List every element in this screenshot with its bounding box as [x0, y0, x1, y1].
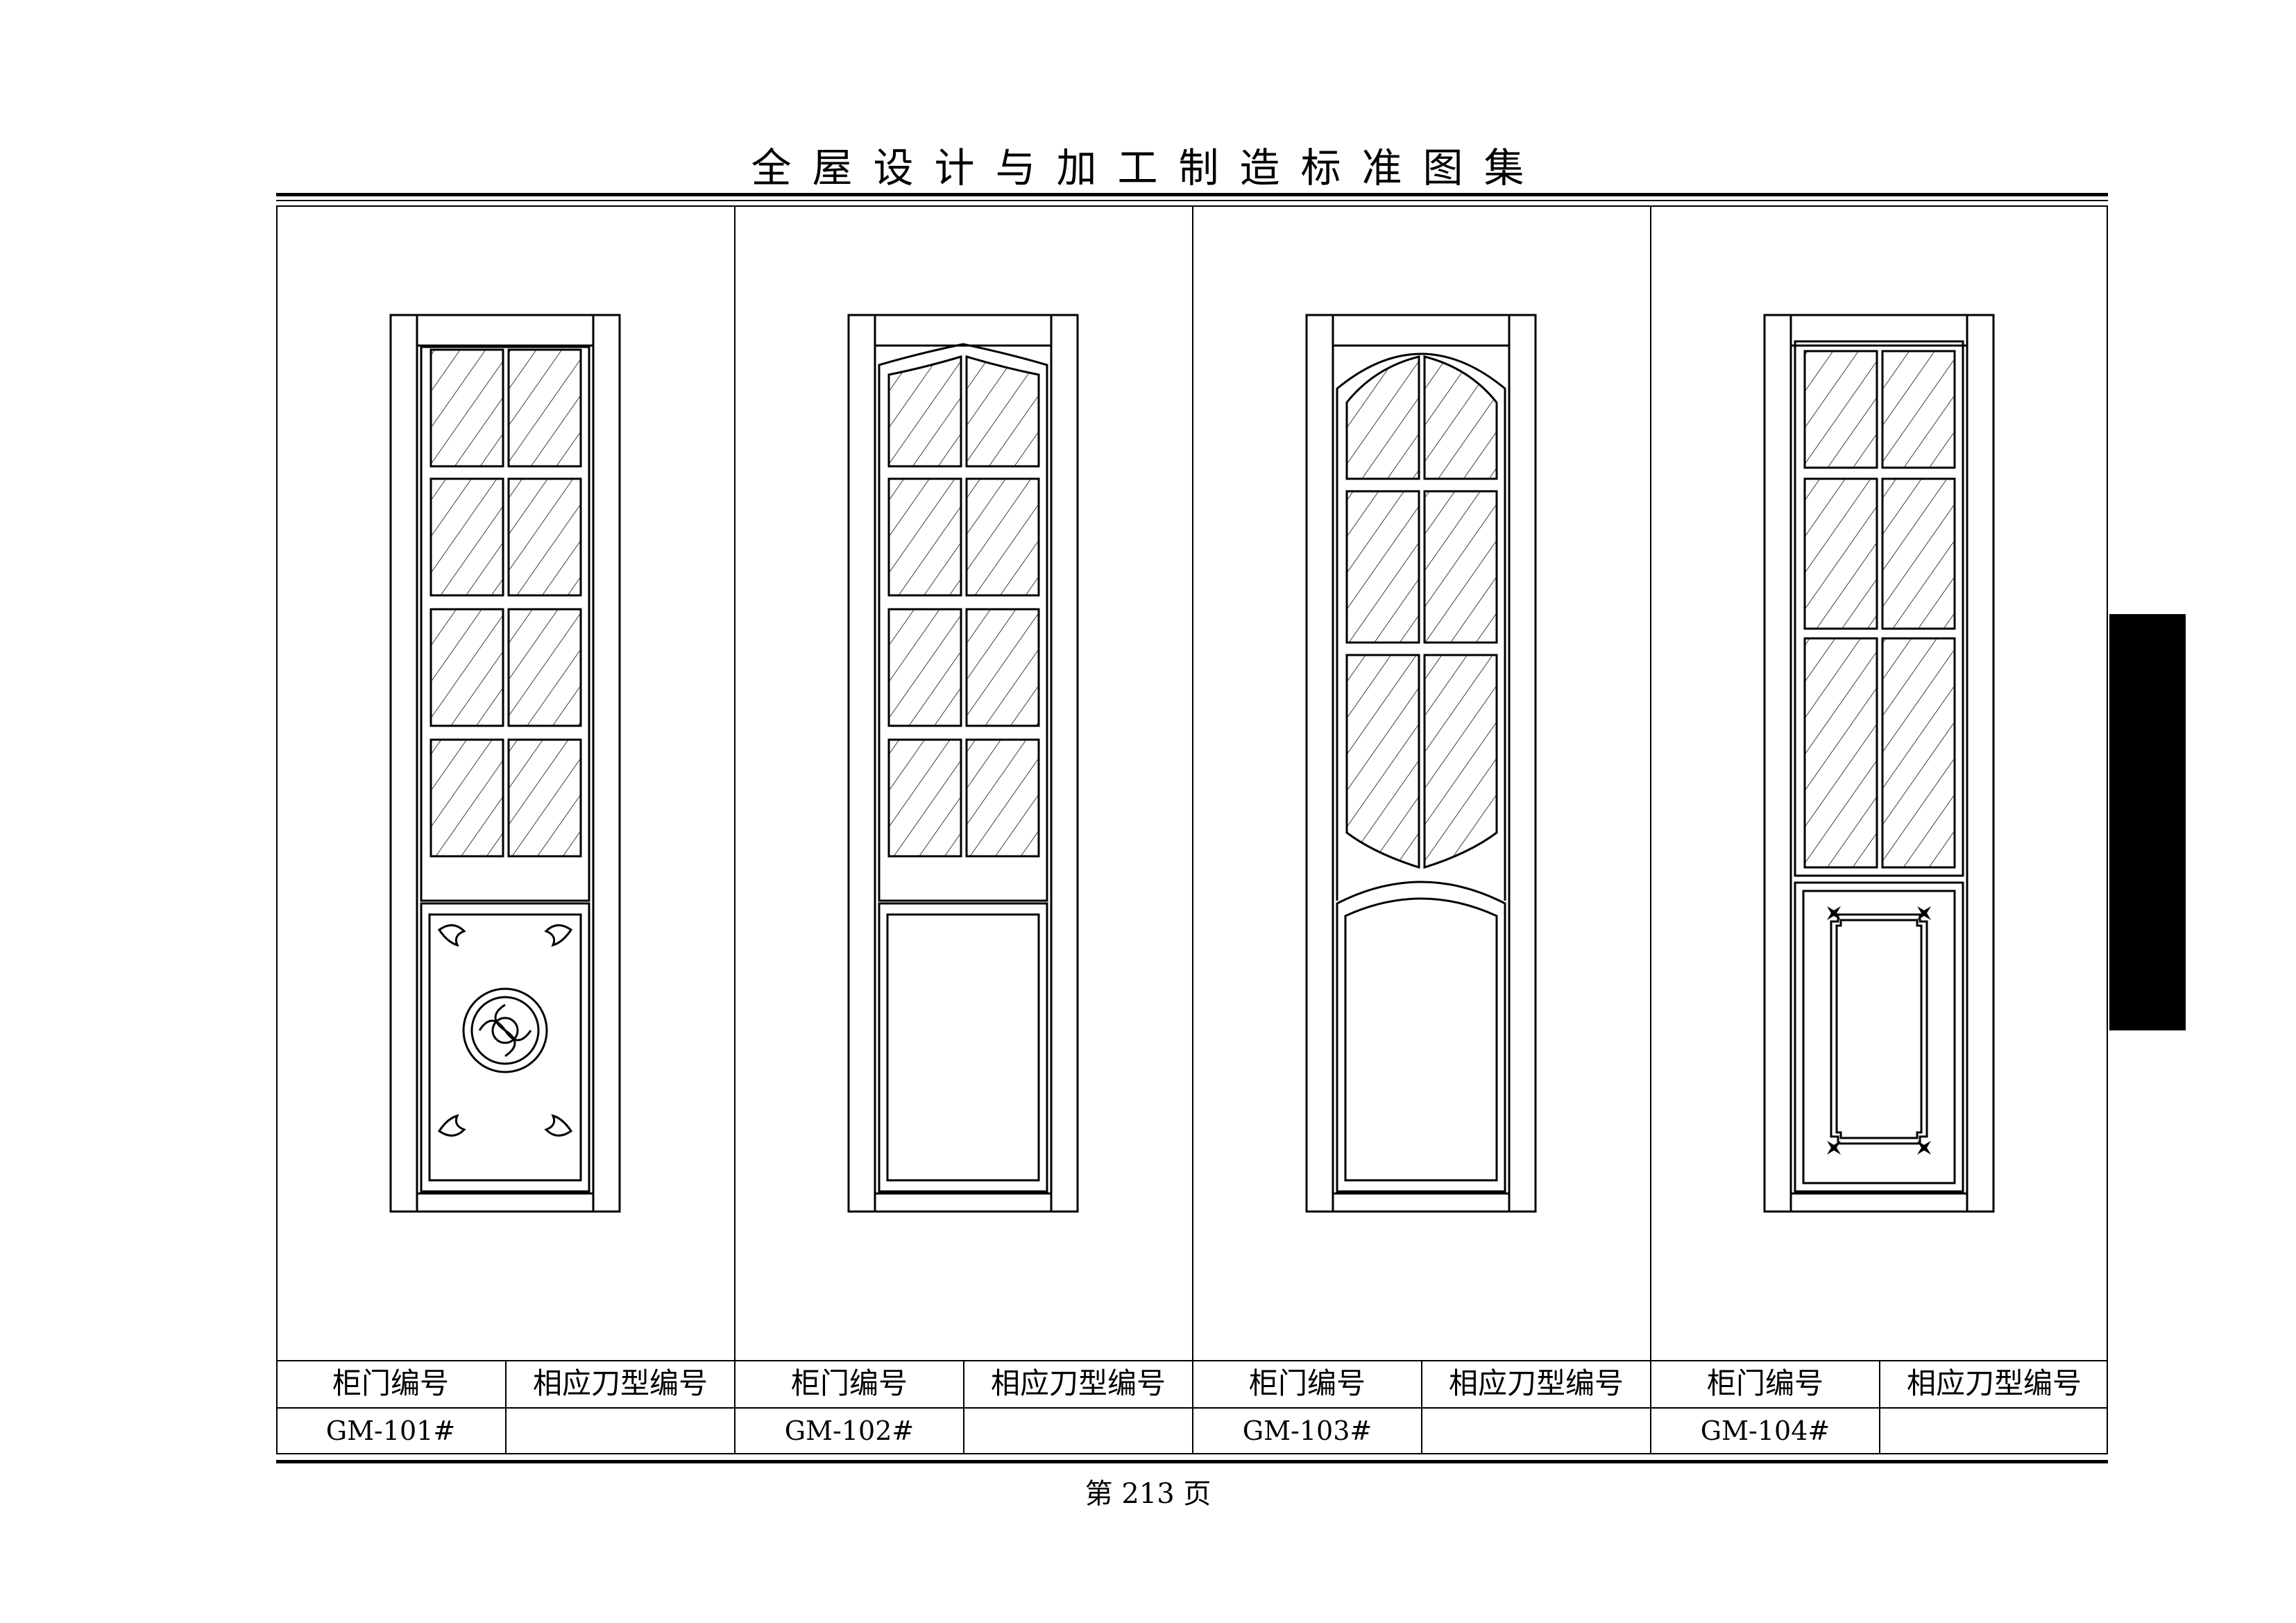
door-number-label: 柜门编号 [332, 1366, 449, 1400]
header-rule-thin [276, 200, 2108, 201]
footer-rule [276, 1460, 2108, 1463]
section-tab [2109, 614, 2186, 1030]
knife-number-label: 相应刀型编号 [990, 1366, 1166, 1400]
cell-divider [1879, 1360, 1880, 1454]
cell-divider [963, 1360, 964, 1454]
door-code: GM-102# [784, 1416, 915, 1446]
door-code: GM-101# [325, 1416, 456, 1446]
door-code: GM-103# [1242, 1416, 1372, 1446]
knife-number-label: 相应刀型编号 [1448, 1366, 1624, 1400]
door-drawing-gm-103 [1305, 314, 1537, 1213]
page-title: 全屋设计与加工制造标准图集 [751, 144, 1545, 192]
door-drawing-gm-104 [1763, 314, 1995, 1213]
door-code: GM-104# [1700, 1416, 1830, 1446]
cell-divider [1421, 1360, 1422, 1454]
door-number-label: 柜门编号 [1248, 1366, 1366, 1400]
door-drawing-gm-101 [389, 314, 621, 1213]
page-number: 第 213 页 [1085, 1478, 1211, 1510]
table-mid-line [276, 1407, 2108, 1409]
knife-number-label: 相应刀型编号 [1906, 1366, 2082, 1400]
table-top-line [276, 1360, 2108, 1361]
column-divider [734, 205, 735, 1454]
door-number-label: 柜门编号 [790, 1366, 908, 1400]
header-rule-thick [276, 193, 2108, 196]
column-divider [1192, 205, 1193, 1454]
door-number-label: 柜门编号 [1706, 1366, 1823, 1400]
knife-number-label: 相应刀型编号 [532, 1366, 708, 1400]
door-drawing-gm-102 [847, 314, 1079, 1213]
column-divider [1650, 205, 1651, 1454]
cell-divider [505, 1360, 507, 1454]
